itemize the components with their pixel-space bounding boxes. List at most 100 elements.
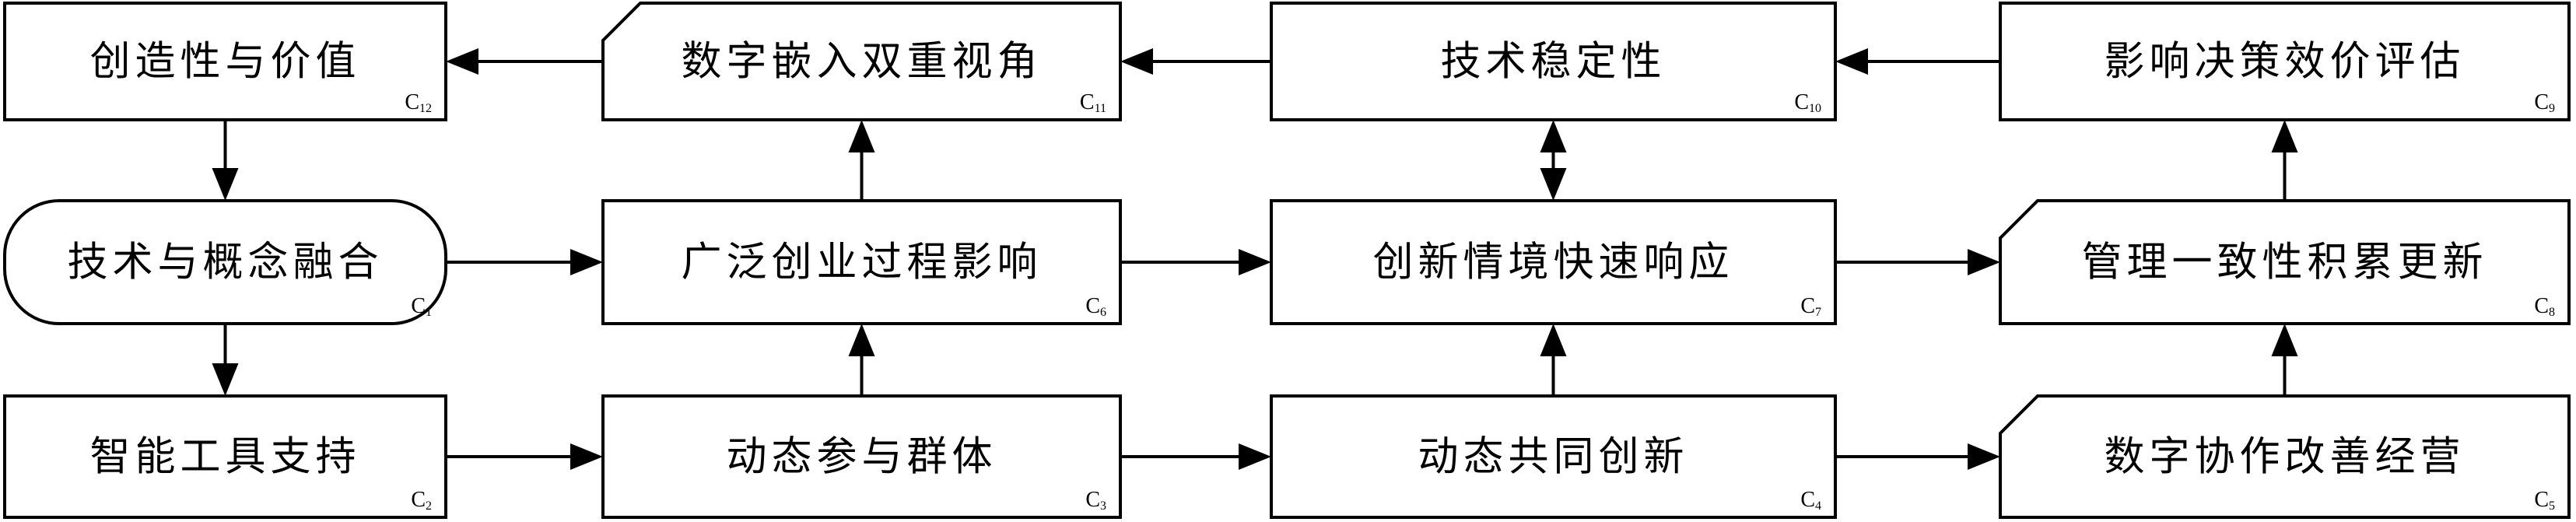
node-code-letter: C [2534, 488, 2549, 512]
node-code-letter: C [1794, 90, 1809, 114]
edge-c1-c6 [446, 249, 603, 275]
node-label: 数字嵌入双重视角 [681, 39, 1042, 86]
node-c1: 技术与概念融合 C1 [3, 199, 447, 325]
node-code-letter: C [1800, 488, 1815, 512]
node-label: 技术稳定性 [1440, 39, 1666, 86]
node-box [1270, 2, 1837, 121]
arrowhead [1835, 48, 1868, 75]
edge-c1-c2 [212, 324, 239, 396]
arrowhead [570, 443, 603, 470]
node-box [3, 199, 447, 325]
node-c3: 动态参与群体 C3 [601, 394, 1122, 519]
node-label: 影响决策效价评估 [2104, 39, 2465, 86]
node-box [3, 2, 447, 121]
node-code: C1 [411, 294, 432, 319]
node-label: 技术与概念融合 [67, 240, 383, 286]
arrowhead [1239, 443, 1271, 470]
node-code-subscript: 2 [426, 499, 432, 513]
node-code: C12 [405, 90, 432, 115]
node-code-subscript: 11 [1095, 102, 1106, 115]
node-code: C2 [411, 488, 432, 513]
node-code-subscript: 12 [419, 102, 432, 115]
node-label: 广泛创业过程影响 [681, 240, 1042, 286]
node-c5: 数字协作改善经营 C5 [1999, 394, 2571, 519]
edge-c5-c8 [2271, 324, 2298, 396]
node-code-letter: C [2534, 294, 2549, 318]
node-label: 创新情境快速响应 [1372, 240, 1733, 286]
edge-c7-c10 [1540, 120, 1567, 201]
arrowhead [1239, 249, 1271, 275]
arrowhead [570, 249, 603, 275]
node-box [3, 394, 447, 519]
node-label: 管理一致性积累更新 [2081, 240, 2487, 286]
edge-c8-c9 [2271, 120, 2298, 201]
node-label: 数字协作改善经营 [2104, 434, 2465, 481]
node-c4: 动态共同创新 C4 [1270, 394, 1837, 519]
node-code: C5 [2534, 488, 2555, 513]
node-code: C11 [1080, 90, 1106, 115]
node-label: 动态共同创新 [1418, 434, 1688, 481]
node-code: C3 [1085, 488, 1106, 513]
arrowhead [1120, 48, 1153, 75]
arrowhead [1540, 120, 1567, 152]
arrowhead [446, 48, 478, 75]
arrowhead [1968, 249, 2000, 275]
node-c7: 创新情境快速响应 C7 [1270, 199, 1837, 325]
node-c12: 创造性与价值 C12 [3, 2, 447, 121]
node-code-letter: C [1085, 488, 1100, 512]
node-c2: 智能工具支持 C2 [3, 394, 447, 519]
edge-c7-c8 [1835, 249, 2000, 275]
node-code-letter: C [1800, 294, 1815, 318]
node-code-subscript: 10 [1809, 102, 1821, 115]
node-box [1270, 394, 1837, 519]
node-code: C4 [1800, 488, 1821, 513]
node-code-subscript: 5 [2549, 499, 2555, 513]
edge-c12-c1 [212, 120, 239, 201]
arrowhead [848, 324, 875, 356]
node-label: 动态参与群体 [726, 434, 997, 481]
edge-c6-c7 [1120, 249, 1271, 275]
node-code-subscript: 6 [1100, 306, 1106, 319]
node-code-subscript: 7 [1815, 306, 1821, 319]
node-code-letter: C [1080, 90, 1095, 114]
node-c10: 技术稳定性 C10 [1270, 2, 1837, 121]
nodes: 创造性与价值C12数字嵌入双重视角C11技术稳定性C10影响决策效价评估C9技术… [3, 2, 2571, 519]
arrowhead [1540, 168, 1567, 201]
edge-c11-c12 [446, 48, 603, 75]
node-code: C9 [2534, 90, 2555, 115]
node-box [601, 199, 1122, 325]
node-code-letter: C [405, 90, 419, 114]
arrowhead [212, 363, 239, 396]
edge-c3-c4 [1120, 443, 1271, 470]
arrowhead [1968, 443, 2000, 470]
node-code-subscript: 9 [2549, 102, 2555, 115]
edges [212, 48, 2298, 470]
node-code-letter: C [2534, 90, 2549, 114]
arrowhead [848, 120, 875, 152]
node-box [1999, 394, 2571, 519]
arrowhead [212, 168, 239, 201]
edge-c4-c5 [1835, 443, 2000, 470]
node-code-subscript: 3 [1100, 499, 1106, 513]
node-label: 创造性与价值 [89, 39, 360, 86]
node-code: C10 [1794, 90, 1821, 115]
arrowhead [1540, 324, 1567, 356]
node-code-subscript: 1 [426, 306, 432, 319]
arrowhead [2271, 324, 2298, 356]
edge-c6-c11 [848, 120, 875, 201]
node-c9: 影响决策效价评估 C9 [1999, 2, 2571, 121]
edge-c3-c6 [848, 324, 875, 396]
edge-c10-c11 [1120, 48, 1271, 75]
node-code-letter: C [411, 294, 426, 318]
node-label: 智能工具支持 [89, 434, 360, 481]
edge-c9-c10 [1835, 48, 2000, 75]
node-box [1270, 199, 1837, 325]
node-c11: 数字嵌入双重视角 C11 [601, 2, 1122, 121]
edge-c4-c7 [1540, 324, 1567, 396]
node-code-subscript: 4 [1815, 499, 1821, 513]
node-box [1999, 2, 2571, 121]
node-code-subscript: 8 [2549, 306, 2555, 319]
node-code: C7 [1800, 294, 1821, 319]
node-c8: 管理一致性积累更新 C8 [1999, 199, 2571, 325]
